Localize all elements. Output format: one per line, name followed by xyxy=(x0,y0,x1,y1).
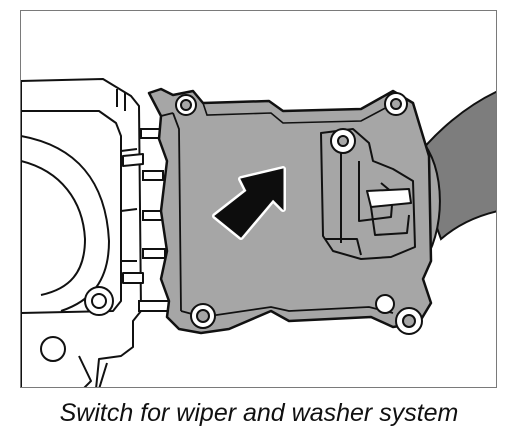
direction-arrow-icon xyxy=(212,166,286,240)
lock-housing xyxy=(21,78,144,387)
lever-mechanism xyxy=(320,128,416,260)
illustration-frame xyxy=(20,10,497,388)
figure-caption: Switch for wiper and washer system xyxy=(59,399,459,427)
wiper-switch-illustration xyxy=(21,78,496,387)
connector-tabs xyxy=(138,128,170,312)
mounting-holes xyxy=(175,92,423,335)
switch-top-ridge xyxy=(202,102,392,124)
